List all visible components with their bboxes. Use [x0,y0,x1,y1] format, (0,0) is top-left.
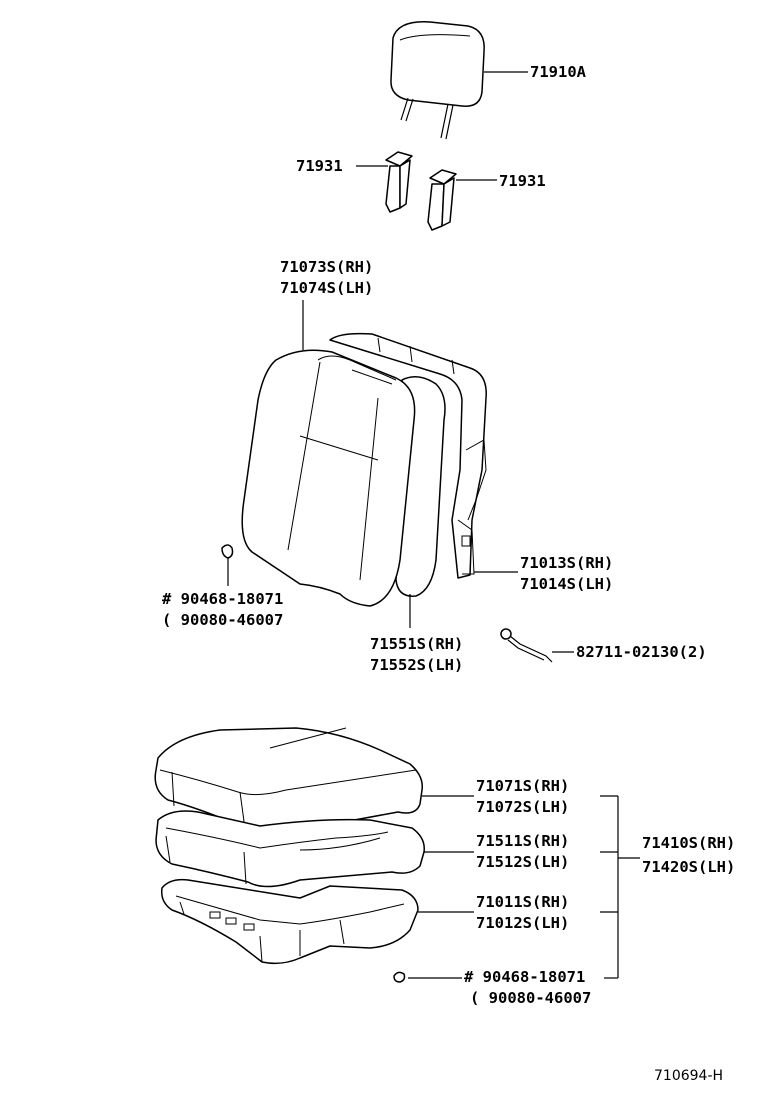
label-back-pad-lh: 71552S(LH) [370,656,463,674]
cushion-frame-illustration [160,878,419,965]
label-clip-upper-alt: ( 90080-46007 [162,611,283,629]
label-clip-lower-part: # 90468-18071 [464,968,585,986]
label-back-pad-rh: 71551S(RH) [370,635,463,653]
headrest-support-left-illustration [385,151,413,213]
label-cushion-cover-lh: 71072S(LH) [476,798,569,816]
label-support-left: 71931 [296,157,343,175]
headrest-support-right-illustration [427,169,457,231]
label-cushion-cover-rh: 71071S(RH) [476,777,569,795]
clip-lower-illustration [393,971,406,983]
seat-back-illustration [241,332,487,607]
cushion-pad-illustration [155,810,425,888]
assembly-bracket [600,795,640,979]
label-cushion-frame-lh: 71012S(LH) [476,914,569,932]
cushion-cover-illustration [154,727,423,837]
label-hog-ring: 82711-02130(2) [576,643,707,661]
label-cushion-pad-rh: 71511S(RH) [476,832,569,850]
label-cushion-assy-rh: 71410S(RH) [642,834,735,852]
clip-upper-illustration [221,544,234,559]
label-back-cover-lh: 71074S(LH) [280,279,373,297]
label-cushion-assy-lh: 71420S(LH) [642,858,735,876]
label-headrest: 71910A [530,63,587,81]
label-cushion-pad-lh: 71512S(LH) [476,853,569,871]
label-back-frame-rh: 71013S(RH) [520,554,613,572]
label-support-right: 71931 [499,172,546,190]
label-cushion-frame-rh: 71011S(RH) [476,893,569,911]
label-back-cover-rh: 71073S(RH) [280,258,373,276]
label-clip-lower-alt: ( 90080-46007 [470,989,591,1007]
hog-ring-illustration [500,628,553,663]
figure-reference: 710694-H [654,1068,723,1084]
label-back-frame-lh: 71014S(LH) [520,575,613,593]
label-clip-upper-part: # 90468-18071 [162,590,283,608]
headrest-illustration [390,21,485,140]
